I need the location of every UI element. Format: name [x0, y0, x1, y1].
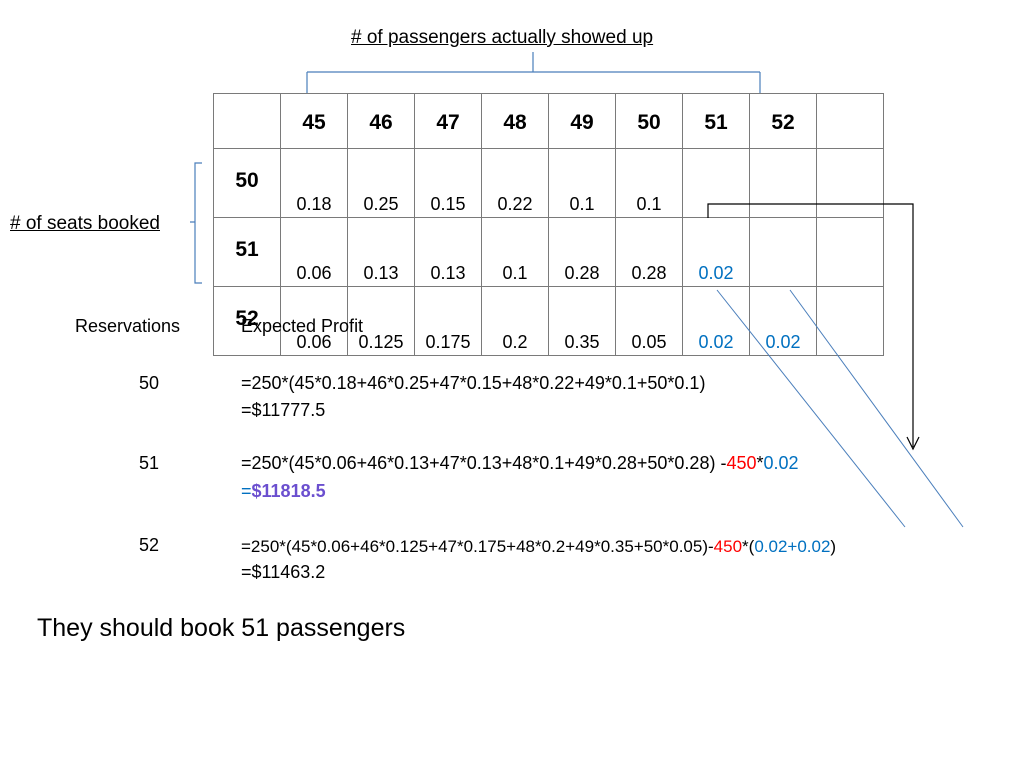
header-cell: 47 — [414, 93, 482, 149]
header-cell: 46 — [347, 93, 415, 149]
formula-51-op: * — [756, 453, 764, 473]
reservation-50-label: 50 — [139, 373, 160, 393]
table-cell-highlight: 0.02 — [682, 217, 750, 287]
table-row: 51 0.06 0.13 0.13 0.1 0.28 0.28 0.02 — [213, 217, 884, 287]
formula-51: =250*(45*0.06+46*0.13+47*0.13+48*0.1+49*… — [241, 453, 799, 474]
expected-profit-header: Expected Profit — [241, 316, 364, 336]
row-label: 50 — [213, 148, 281, 218]
result-51-eq: = — [241, 481, 252, 501]
reservation-51-label: 51 — [139, 453, 160, 473]
top-bracket — [306, 52, 761, 93]
result-52: =$11463.2 — [241, 562, 326, 582]
header-cell — [816, 93, 884, 149]
table-cell — [749, 217, 817, 287]
header-cell — [213, 93, 281, 149]
arrow-connector — [707, 203, 914, 447]
table-cell — [816, 217, 884, 287]
result-51-value: $11818.5 — [251, 481, 326, 501]
table-cell: 0.15 — [414, 148, 482, 218]
table-cell — [749, 148, 817, 218]
table-cell: 0.28 — [548, 217, 616, 287]
probability-table: 45 46 47 48 49 50 51 52 50 0.18 0.25 0.1… — [213, 93, 884, 356]
table-cell: 0.13 — [347, 217, 415, 287]
table-header-row: 45 46 47 48 49 50 51 52 — [213, 93, 884, 149]
formula-52: =250*(45*0.06+46*0.125+47*0.175+48*0.2+4… — [241, 537, 836, 557]
side-bracket — [190, 162, 202, 284]
table-cell: 0.1 — [481, 217, 549, 287]
link-line-2 — [789, 289, 964, 528]
table-cell: 0.1 — [615, 148, 683, 218]
rows-axis-label: # of seats booked — [10, 213, 160, 234]
table-cell — [816, 148, 884, 218]
table-cell: 0.22 — [481, 148, 549, 218]
reservation-52-label: 52 — [139, 535, 160, 555]
conclusion-text: They should book 51 passengers — [37, 614, 406, 642]
columns-axis-label: # of passengers actually showed up — [351, 27, 654, 48]
arrow-head — [906, 436, 920, 451]
formula-52-close: ) — [830, 537, 837, 556]
formula-51-main: =250*(45*0.06+46*0.13+47*0.13+48*0.1+49*… — [241, 453, 727, 473]
formula-52-penalty: 450 — [713, 537, 743, 556]
formula-52-prob: 0.02+0.02 — [754, 537, 831, 556]
link-line-1 — [716, 289, 906, 528]
table-cell: 0.2 — [481, 286, 549, 356]
header-cell: 45 — [280, 93, 348, 149]
formula-52-op: *( — [742, 537, 755, 556]
table-cell: 0.05 — [615, 286, 683, 356]
reservations-header: Reservations — [75, 316, 181, 336]
formula-50: =250*(45*0.18+46*0.25+47*0.15+48*0.22+49… — [241, 373, 706, 393]
table-cell: 0.28 — [615, 217, 683, 287]
table-cell: 0.35 — [548, 286, 616, 356]
table-cell: 0.06 — [280, 217, 348, 287]
table-cell: 0.18 — [280, 148, 348, 218]
row-label: 52 — [213, 286, 281, 356]
header-cell: 51 — [682, 93, 750, 149]
table-cell: 0.1 — [548, 148, 616, 218]
formula-52-main: =250*(45*0.06+46*0.125+47*0.175+48*0.2+4… — [241, 537, 714, 556]
formula-51-prob: 0.02 — [763, 453, 799, 473]
header-cell: 50 — [615, 93, 683, 149]
result-50: =$11777.5 — [241, 400, 326, 420]
table-cell: 0.06 — [280, 286, 348, 356]
formula-51-penalty: 450 — [726, 453, 757, 473]
result-51: =$11818.5 — [241, 481, 326, 502]
table-cell — [816, 286, 884, 356]
table-row: 50 0.18 0.25 0.15 0.22 0.1 0.1 — [213, 148, 884, 218]
table-row: 52 0.06 0.125 0.175 0.2 0.35 0.05 0.02 0… — [213, 286, 884, 356]
